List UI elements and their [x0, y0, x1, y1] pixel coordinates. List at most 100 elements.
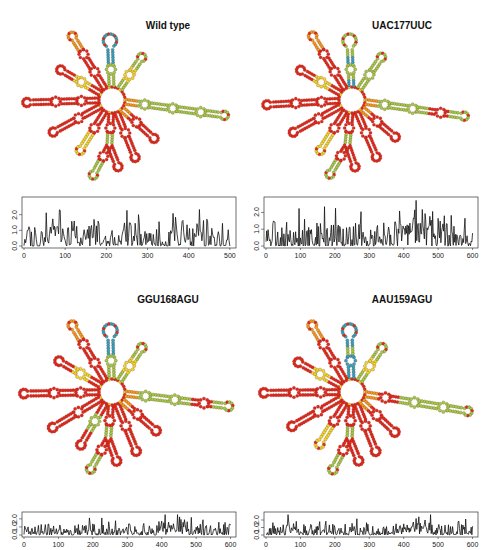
- nucleotide: [387, 133, 390, 136]
- tick-mark: [92, 537, 93, 539]
- nucleotide: [82, 375, 85, 378]
- nucleotide: [380, 60, 383, 63]
- nucleotide: [123, 73, 126, 76]
- nucleotide: [74, 407, 77, 410]
- nucleotide: [324, 81, 327, 84]
- nucleotide: [173, 393, 176, 396]
- nucleotide: [314, 114, 317, 117]
- nucleotide: [134, 60, 137, 63]
- nucleotide: [82, 338, 85, 341]
- nucleotide: [383, 99, 386, 102]
- nucleotide: [105, 158, 108, 161]
- nucleotide: [336, 123, 339, 126]
- nucleotide: [77, 121, 80, 124]
- nucleotide: [168, 104, 171, 107]
- nucleotide: [361, 128, 364, 131]
- nucleotide: [54, 96, 57, 99]
- tick-mark: [19, 230, 22, 231]
- nucleotide: [140, 60, 143, 63]
- nucleotide: [352, 71, 355, 74]
- nucleotide: [350, 163, 353, 166]
- nucleotide: [79, 367, 82, 370]
- nucleotide: [111, 457, 114, 460]
- nucleotide: [323, 77, 326, 80]
- nucleotide: [54, 105, 57, 108]
- nucleotide: [125, 361, 128, 364]
- nucleotide: [294, 127, 297, 130]
- nucleotide: [320, 114, 323, 117]
- nucleotide: [322, 57, 325, 60]
- nucleotide: [133, 416, 136, 419]
- nucleotide: [105, 152, 108, 155]
- nucleotide: [102, 159, 105, 162]
- nucleotide: [360, 131, 363, 134]
- nucleotide: [93, 357, 96, 360]
- nucleotide: [130, 121, 133, 124]
- nucleotide: [77, 112, 80, 115]
- nucleotide: [119, 424, 122, 427]
- nucleotide: [82, 388, 85, 391]
- nucleotide: [344, 123, 347, 126]
- nucleotide: [77, 84, 80, 87]
- nucleotide: [83, 103, 86, 106]
- nucleotide: [96, 130, 99, 133]
- nucleotide: [106, 362, 109, 365]
- nucleotide: [378, 63, 381, 66]
- nucleotide: [141, 391, 144, 394]
- nucleotide: [313, 41, 316, 44]
- nucleotide: [80, 407, 83, 410]
- nucleotide: [56, 388, 59, 391]
- tick-mark: [58, 537, 59, 539]
- nucleotide: [104, 434, 107, 437]
- nucleotide: [97, 70, 100, 73]
- nucleotide: [138, 63, 141, 66]
- nucleotide: [380, 100, 383, 103]
- nucleotide: [223, 407, 226, 410]
- entropy-plot: [261, 197, 478, 250]
- nucleotide: [216, 115, 219, 118]
- nucleotide: [330, 123, 333, 126]
- nucleotide: [76, 39, 79, 42]
- nucleotide: [100, 453, 103, 456]
- nucleotide: [354, 359, 357, 362]
- nucleotide: [390, 129, 393, 132]
- tick-mark: [19, 214, 22, 215]
- nucleotide: [75, 325, 78, 328]
- nucleotide: [76, 328, 79, 331]
- nucleotide: [125, 77, 128, 80]
- nucleotide: [132, 118, 135, 121]
- nucleotide: [343, 151, 346, 154]
- tick-mark: [161, 537, 162, 539]
- nucleotide: [96, 123, 99, 126]
- nucleotide: [128, 78, 131, 81]
- nucleotide: [148, 426, 151, 429]
- nucleotide: [374, 60, 377, 63]
- nucleotide: [170, 395, 173, 398]
- nucleotide: [72, 331, 75, 334]
- nucleotide: [365, 76, 368, 79]
- nucleotide: [57, 103, 60, 106]
- nucleotide: [72, 117, 75, 120]
- nucleotide: [113, 419, 116, 422]
- nucleotide: [114, 359, 117, 362]
- nucleotide: [151, 423, 154, 426]
- nucleotide: [379, 117, 382, 120]
- tick-mark: [334, 248, 335, 250]
- nucleotide: [299, 102, 302, 105]
- nucleotide: [79, 56, 82, 59]
- nucleotide: [72, 42, 75, 45]
- nucleotide: [133, 149, 136, 152]
- nucleotide: [353, 158, 356, 161]
- nucleotide: [105, 359, 108, 362]
- nucleotide: [52, 387, 55, 390]
- nucleotide: [91, 169, 94, 172]
- nucleotide: [84, 80, 87, 83]
- nucleotide: [150, 429, 153, 432]
- nucleotide: [374, 148, 377, 151]
- nucleotide: [368, 128, 371, 131]
- nucleotide: [110, 454, 113, 457]
- nucleotide: [97, 169, 100, 172]
- nucleotide: [104, 127, 107, 130]
- nucleotide: [99, 152, 102, 155]
- nucleotide: [167, 107, 170, 110]
